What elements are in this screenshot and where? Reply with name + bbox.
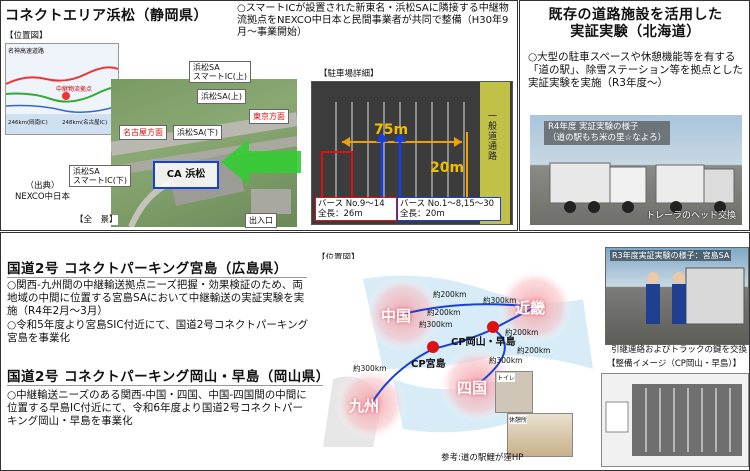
distance-5: 約200km <box>505 328 539 337</box>
region-map-svg <box>323 269 593 447</box>
label-sa-up: 浜松SA(上) <box>197 89 246 104</box>
map-scale-2: 248km(名古屋IC) <box>62 120 108 126</box>
map-label: 【位置図】 <box>317 253 360 263</box>
map-reference: 参考:道の駅鯉が窪HP <box>441 453 524 463</box>
region-kyushu: 九州 <box>349 397 380 415</box>
layout-image <box>601 373 749 467</box>
distance-3: 約200km <box>427 308 461 317</box>
map-label-relay: 中継物流拠点 <box>56 86 93 93</box>
parking-detail-svg <box>321 82 510 224</box>
title-miyajima: 国道2号 コネクトパーキング宮島（広島県） <box>7 257 307 278</box>
label-tokyo-direction: 東京方面 <box>249 109 289 124</box>
layout-image-svg <box>605 384 742 456</box>
label-entrance: 出入口 <box>245 213 277 228</box>
panel-national-route-2: 国道2号 コネクトパーキング宮島（広島県） ○関西-九州間の中継輸送拠点ニーズ把… <box>0 232 750 471</box>
label-smart-ic-down: 浜松SA スマートIC(下) <box>69 165 131 187</box>
panel-hamamatsu: コネクトエリア浜松（静岡県） ○スマートICが設置された新東名・浜松SAに隣接す… <box>0 0 518 231</box>
road-label: 一般道通路 <box>488 112 498 162</box>
hokkaido-photo: R4年度 実証実験の様子 （道の駅もち米の里☆なよろ） トレーラのヘッド交換 <box>530 115 742 225</box>
distance-7: 約300km <box>353 364 387 373</box>
miyajima-photo: R3年度実証実験の様子：宮島SA <box>605 247 749 345</box>
region-shikoku: 四国 <box>457 379 488 397</box>
title-okayama: 国道2号 コネクトパーキング岡山・早島（岡山県） <box>7 365 329 386</box>
point-cp-miyajima: CP宮島 <box>411 359 446 370</box>
desc-miyajima-2: ○令和5年度より宮島SIC付近にて、国道2号コネクトパーキング宮島を事業化 <box>7 319 309 344</box>
berth-left-box: バース No.9～14 全長：26m <box>315 197 397 221</box>
map-label-meishin: 名神高速道路 <box>8 48 45 55</box>
title-hokkaido: 既存の道路施設を活用した 実証実験（北海道） <box>548 7 723 40</box>
berth-right-box: バース No.1～8,15～30 全長：20m <box>397 197 501 221</box>
hokkaido-photo-caption: R4年度 実証実験の様子 （道の駅もち米の里☆なよろ） <box>544 121 671 145</box>
green-arrow <box>221 139 301 185</box>
title-hamamatsu: コネクトエリア浜松（静岡県） <box>5 8 208 24</box>
parking-detail-label: 【駐車場詳細】 <box>319 69 379 79</box>
label-smart-ic-up: 浜松SA スマートIC(上) <box>189 61 251 83</box>
dim-20m: 20m <box>430 160 465 176</box>
panel-hokkaido: 既存の道路施設を活用した 実証実験（北海道） ○大型の駐車スペースや休憩機能等を… <box>519 0 750 231</box>
facility-toilet-label: トイレ <box>497 373 516 382</box>
label-ca-hamamatsu: CA 浜松 <box>153 161 219 189</box>
distance-6: 約200km <box>517 346 551 355</box>
distance-2: 約300km <box>483 296 517 305</box>
hokkaido-photo-svg <box>549 162 735 213</box>
facility-rest-label: 休憩所 <box>509 415 528 424</box>
label-sa-down: 浜松SA(下) <box>173 125 222 140</box>
location-label: 【位置図】 <box>5 31 48 41</box>
panorama-label: 【全 景】 <box>75 215 118 225</box>
desc-miyajima-1: ○関西-九州間の中継輸送拠点ニーズ把握・効果検証のため、両地域の中間に位置する宮… <box>7 279 305 317</box>
desc-okayama: ○中継輸送ニーズのある関西-中国・四国、中国-四国間の中間に位置する早島IC付近… <box>7 389 307 427</box>
region-kinki: 近畿 <box>515 299 546 317</box>
distance-1: 約200km <box>433 290 467 299</box>
map-scale-1: 246km(岡南IC) <box>8 120 48 126</box>
miyajima-photo-caption: R3年度実証実験の様子：宮島SA <box>610 250 732 261</box>
label-nagoya-direction: 名古屋方面 <box>119 125 167 140</box>
dim-75m: 75m <box>374 122 409 138</box>
layout-label: 【整備イメージ（CP岡山・早島）】 <box>607 359 742 369</box>
facility-photo-rest: 休憩所 <box>507 413 573 457</box>
hokkaido-photo-footer: トレーラのヘッド交換 <box>645 211 736 221</box>
location-map: 名神高速道路 中継物流拠点 246km(岡南IC) 248km(名古屋IC) <box>5 43 119 135</box>
desc-hokkaido: ○大型の駐車スペースや休憩機能等を有する「道の駅」、除雪ステーション等を拠点とし… <box>528 51 744 89</box>
point-cp-okayama: CP岡山・早島 <box>451 337 516 348</box>
miyajima-photo-svg <box>646 267 745 325</box>
source-text: （出典） NEXCO中日本 <box>15 181 71 202</box>
region-chugoku: 中国 <box>381 307 412 325</box>
desc-hamamatsu: ○スマートICが設置された新東名・浜松SAに隣接する中継物流拠点をNEXCO中日… <box>237 3 509 38</box>
location-map-svg <box>6 66 118 134</box>
key-exchange-caption: 引継連絡およびトラックの鍵を交換 <box>611 345 748 355</box>
distance-8: 約300km <box>489 356 523 365</box>
distance-4: 約300km <box>419 320 453 329</box>
facility-photo-toilet: トイレ <box>495 371 533 413</box>
